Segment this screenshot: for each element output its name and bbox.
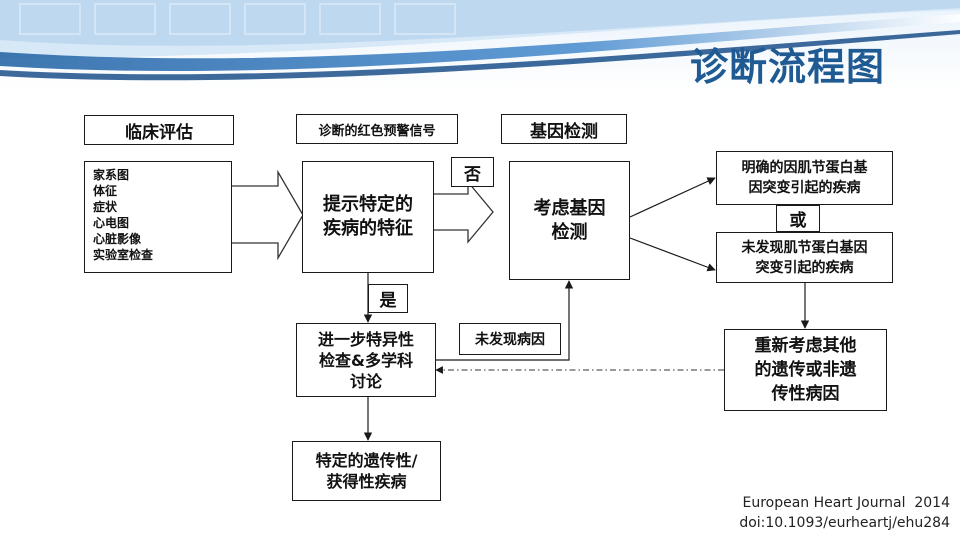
label-yes: 是	[368, 284, 408, 313]
arrow-nocause-to-gene	[436, 280, 574, 361]
clinical-items-box: 家系图 体征 症状 心电图 心脏影像 实验室检查	[84, 161, 232, 273]
clinical-item: 实验室检查	[93, 248, 154, 262]
clinical-item: 家系图	[93, 168, 130, 182]
citation-doi: doi:10.1093/eurheartj/ehu284	[739, 515, 950, 531]
citation-journal: European Heart Journal 2014	[742, 495, 951, 511]
clinical-item: 心脏影像	[93, 232, 142, 246]
page-title: 诊断流程图	[689, 45, 885, 89]
box-reconsider: 重新考虑其他 的遗传或非遗 传性病因	[724, 329, 887, 411]
arrow-gene-to-clear	[629, 177, 716, 218]
header-red-flags: 诊断的红色预警信号	[296, 114, 458, 144]
label-no: 否	[451, 157, 494, 187]
clinical-item: 症状	[93, 200, 118, 214]
citation: European Heart Journal 2014 doi:10.1093/…	[739, 493, 950, 533]
clinical-item: 心电图	[93, 216, 130, 230]
label-no-cause-found: 未发现病因	[459, 323, 561, 355]
box-further-exam: 进一步特异性 检查&多学科 讨论	[296, 323, 436, 397]
header-gene-test: 基因检测	[501, 114, 627, 144]
box-no-sarcomere: 未发现肌节蛋白基因 突变引起的疾病	[716, 232, 893, 283]
box-clear-sarcomere: 明确的因肌节蛋白基 因突变引起的疾病	[716, 151, 893, 205]
arrow-clinical-to-features	[230, 169, 304, 261]
header-clinical-eval: 临床评估	[84, 115, 234, 145]
arrow-gene-to-none	[629, 237, 716, 272]
label-or: 或	[776, 205, 820, 232]
box-specific-features: 提示特定的 疾病的特征	[302, 161, 434, 273]
header-banner	[0, 0, 960, 90]
box-consider-gene-test: 考虑基因 检测	[509, 161, 630, 280]
box-specific-disease: 特定的遗传性/ 获得性疾病	[292, 441, 441, 501]
clinical-item: 体征	[93, 184, 118, 198]
